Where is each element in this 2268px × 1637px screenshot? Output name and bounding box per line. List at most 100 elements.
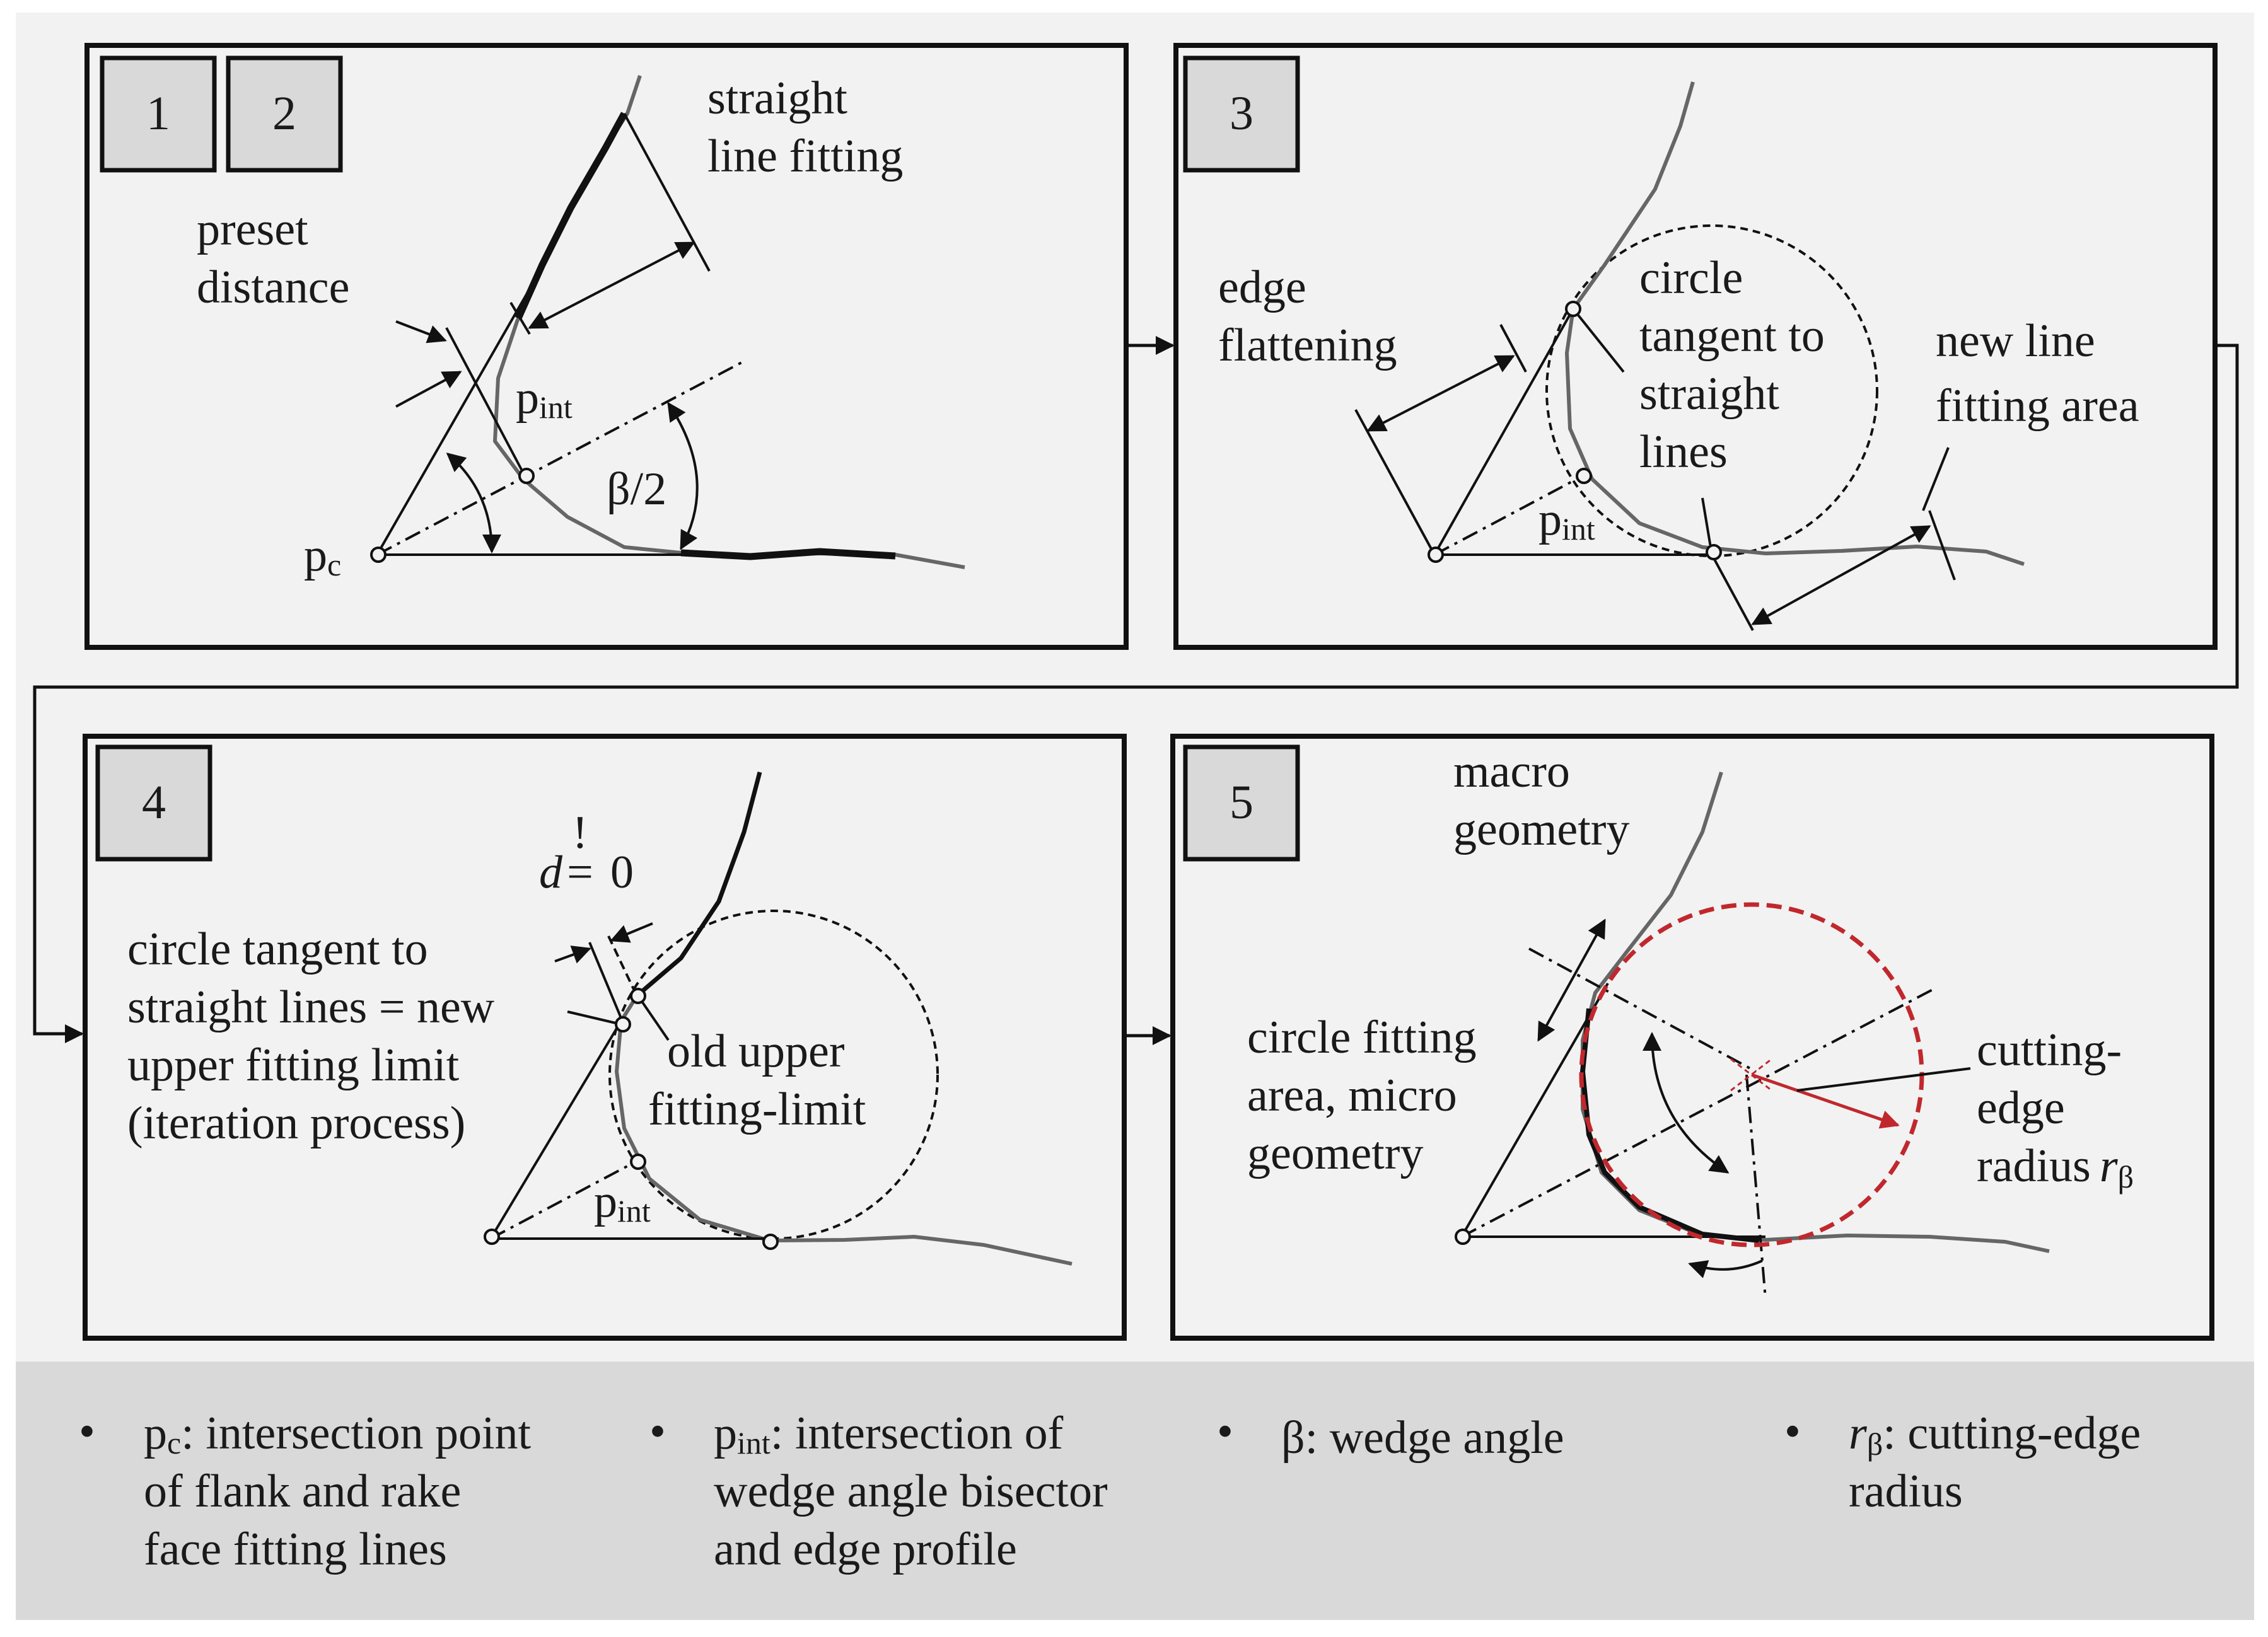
flatten-tick-2 [1499, 324, 1527, 373]
fitted-rake-segment [680, 548, 896, 560]
legend-pint-line-1: pint: intersection of [714, 1408, 1064, 1461]
label-old-1: old upper [667, 1026, 845, 1077]
legend-bullet: • [1217, 1406, 1233, 1457]
legend-beta-line-1: β: wedge angle [1281, 1412, 1564, 1464]
label-circle-2: tangent to [1639, 310, 1825, 362]
label-macro-1: macro [1453, 746, 1570, 797]
d-arrow-1 [554, 946, 591, 964]
legend-item-beta: • β: wedge angle [1217, 1406, 1564, 1464]
label-newline-2: fitting area [1936, 380, 2139, 432]
label-circle-3: straight [1639, 368, 1779, 420]
legend-pint-line-3: and edge profile [714, 1524, 1017, 1575]
radius-arrow [1751, 1073, 1900, 1129]
label-circle-1: circle tangent to [127, 923, 428, 975]
legend-pc-line-3: face fitting lines [144, 1524, 447, 1575]
preset-offset-line [445, 327, 528, 480]
flow-connectors [33, 336, 2239, 1045]
legend-bullet: • [1784, 1406, 1801, 1457]
label-excl: ! [573, 807, 588, 859]
label-radius-1: cutting- [1977, 1024, 2122, 1076]
point-lower [762, 1234, 779, 1250]
d-tick-1 [588, 942, 622, 1019]
preset-arrow-1 [395, 320, 447, 344]
point-new-limit [615, 1016, 631, 1033]
preset-arrow-2 [395, 371, 462, 408]
flank-fit-line [1433, 308, 1574, 555]
angle-arc-beta-half [667, 402, 699, 550]
legend-pc-line-1: pc: intersection point [144, 1408, 532, 1461]
label-zero: 0 [610, 847, 634, 898]
label-preset-2: distance [197, 262, 349, 313]
flatten-tick-1 [1354, 409, 1436, 555]
fit-range-arrow [528, 241, 695, 329]
newline-leader [1922, 447, 1950, 511]
legend-item-pc: • pc: intersection point of flank and ra… [79, 1406, 532, 1575]
legend-pint-line-2: wedge angle bisector [714, 1466, 1108, 1517]
rake-rotation-arrow [1688, 1259, 1763, 1278]
label-area-1: circle fitting [1247, 1012, 1477, 1063]
angle-arc-half [446, 453, 501, 553]
label-edge-2: flattening [1218, 320, 1397, 371]
label-eq: = [567, 847, 593, 898]
fit-range-tick-2 [509, 301, 531, 335]
panel-1-2: 1 2 straight line fitting preset distanc… [100, 55, 965, 582]
point-pint [1576, 468, 1592, 484]
legend-rbeta-line-2: radius [1849, 1466, 1963, 1517]
step-box-2 [226, 55, 343, 173]
label-preset-1: preset [197, 204, 308, 255]
label-circle-4: (iteration process) [127, 1097, 465, 1149]
flatten-arrow [1366, 355, 1515, 432]
legend-bullet: • [649, 1406, 666, 1457]
step-box-3 [1183, 55, 1300, 173]
edge-profile [1581, 772, 2050, 1253]
flow-line-3-to-4 [33, 344, 2239, 1043]
label-newline-1: new line [1936, 315, 2095, 367]
label-line-fitting-1: straight [707, 72, 847, 124]
step-number-5: 5 [1230, 776, 1253, 829]
bisector-line [490, 1160, 637, 1240]
label-area-2: area, micro [1247, 1070, 1457, 1121]
step-box-4 [95, 744, 212, 862]
circle-area-arrow [1537, 918, 1606, 1042]
legend-rbeta-line-1: rβ: cutting-edge [1849, 1408, 2141, 1462]
old-limit-leader [637, 995, 670, 1041]
flank-fit-line [489, 1017, 624, 1240]
d-tick-2 [607, 935, 638, 997]
bisector-line [1434, 475, 1583, 556]
legend-bullet: • [79, 1406, 95, 1457]
step-box-5 [1183, 744, 1300, 862]
step-box-1 [100, 55, 217, 173]
point-pint [630, 1154, 646, 1170]
label-circle-4: lines [1639, 426, 1728, 478]
legend-background [16, 1362, 2254, 1620]
fitted-flank-segment [636, 772, 762, 997]
d-arrow-2 [610, 922, 653, 943]
label-area-3: geometry [1247, 1128, 1423, 1179]
label-beta-half: β/2 [607, 463, 666, 515]
panel-5: 5 macro geometry circle fitting area, mi… [1183, 744, 2134, 1299]
label-pint: pint [516, 372, 573, 425]
legend-item-rbeta: • rβ: cutting-edge radius [1784, 1406, 2141, 1517]
label-circle-1: circle [1639, 252, 1743, 304]
rake-leader [1711, 554, 1754, 631]
point-old-limit [630, 988, 646, 1004]
label-pc: pc [304, 529, 341, 582]
circle-label-leader [567, 1010, 622, 1026]
legend-pc-line-2: of flank and rake [144, 1466, 461, 1517]
label-circle-3: upper fitting limit [127, 1039, 460, 1091]
point-pc [1455, 1229, 1471, 1245]
label-pint: pint [594, 1176, 651, 1229]
step-number-3: 3 [1230, 87, 1253, 140]
panel-3: 3 edge flattening circle tangent to stra… [1183, 55, 2139, 631]
label-circle-2: straight lines = new [127, 981, 495, 1033]
step-number-1: 1 [146, 87, 170, 140]
legend-item-pint: • pint: intersection of wedge angle bise… [649, 1406, 1108, 1575]
label-d: d [539, 847, 563, 898]
panel-4: 4 d ! = 0 circle tangent to straight lin… [95, 744, 1073, 1266]
label-pint: pint [1538, 494, 1595, 547]
label-line-fitting-2: line fitting [707, 130, 903, 182]
step-number-4: 4 [142, 776, 166, 829]
